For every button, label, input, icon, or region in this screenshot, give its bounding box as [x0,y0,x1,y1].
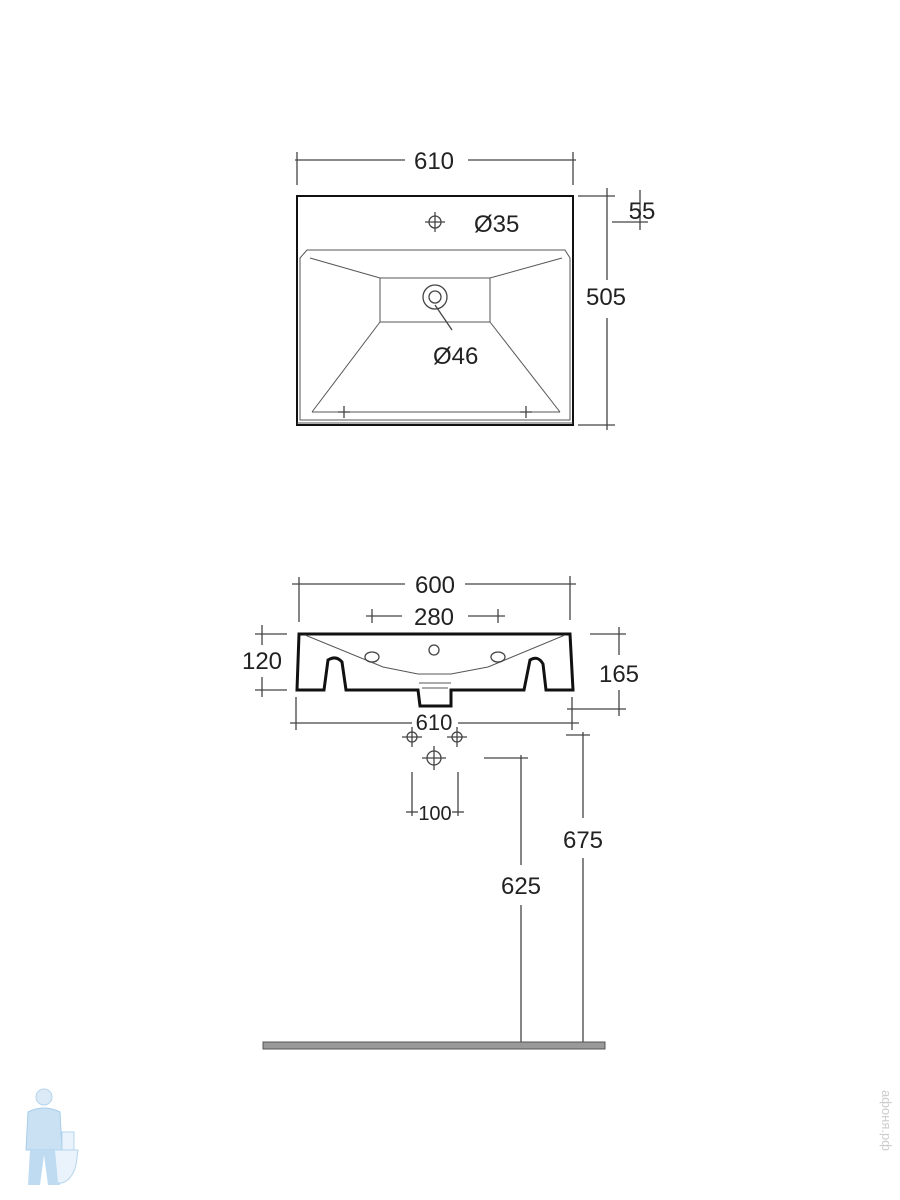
front-view: 600 280 120 165 610 100 625 675 [242,572,639,1050]
supply-spacing-label: 100 [418,803,451,825]
waste-hole-label: Ø46 [433,343,478,370]
waste-height-label: 625 [501,873,541,900]
overall-width-label: 600 [415,572,455,599]
top-view: 610 505 55 Ø35 Ø46 [295,148,655,430]
tap-hole-label: Ø35 [474,211,519,238]
top-depth-label: 505 [586,284,626,311]
bottom-width-label: 610 [416,710,453,735]
plumber-mascot-logo [25,1088,79,1185]
top-height-label: 675 [563,827,603,854]
total-height-label: 165 [599,661,639,688]
tap-offset-label: 55 [629,198,656,225]
floor-line [262,1041,606,1050]
front-height-label: 120 [242,648,282,675]
watermark: афоня.рф [879,1090,894,1151]
top-width-label: 610 [414,148,454,175]
tap-spacing-label: 280 [414,604,454,631]
